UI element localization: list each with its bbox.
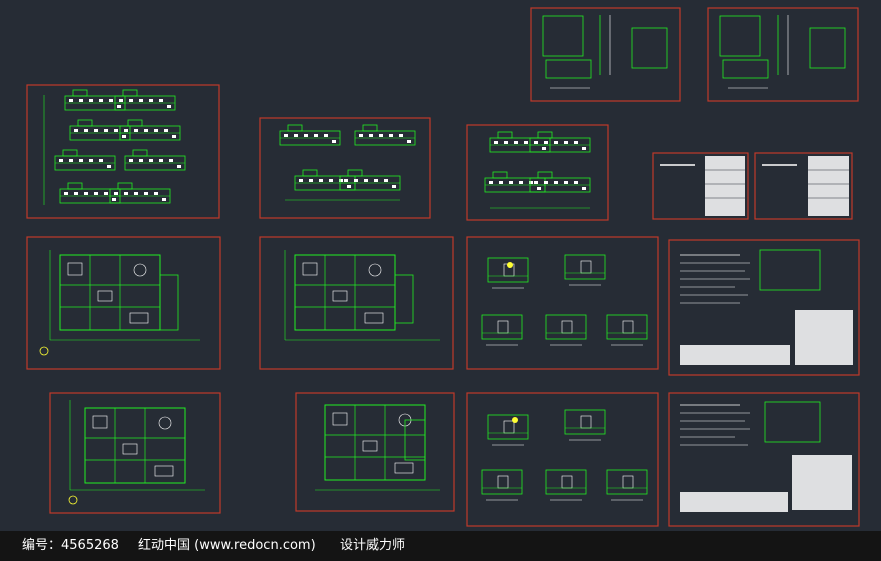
sheet-floorplan-2	[259, 236, 454, 370]
sheet-elevations-a	[26, 84, 220, 219]
tagline-label: 设计威力师	[340, 538, 406, 553]
sheet-notes-1	[668, 239, 860, 376]
sheet-elevations-c	[466, 124, 609, 221]
sheet-elevations-b	[259, 117, 431, 219]
cad-drawing-canvas	[26, 7, 860, 527]
image-id-label: 编号：4565268	[22, 538, 119, 553]
sheet-floorplan-4	[295, 392, 455, 512]
sheet-floorplan-3	[49, 392, 221, 514]
sheet-details-top-1	[530, 7, 681, 102]
sheet-sections-1	[466, 236, 659, 370]
watermark-footer: 编号：4565268 红动中国 (www.redocn.com) 设计威力师	[0, 531, 881, 561]
sheet-notes-2	[668, 392, 860, 527]
site-credit-label: 红动中国 (www.redocn.com)	[138, 538, 316, 553]
drawing-sheets-svg	[26, 7, 860, 527]
sheet-sections-2	[466, 392, 659, 527]
sheet-floorplan-1	[26, 236, 221, 370]
sheet-schedule-2	[754, 152, 853, 220]
sheet-details-top-2	[707, 7, 859, 102]
sheet-schedule-1	[652, 152, 749, 220]
